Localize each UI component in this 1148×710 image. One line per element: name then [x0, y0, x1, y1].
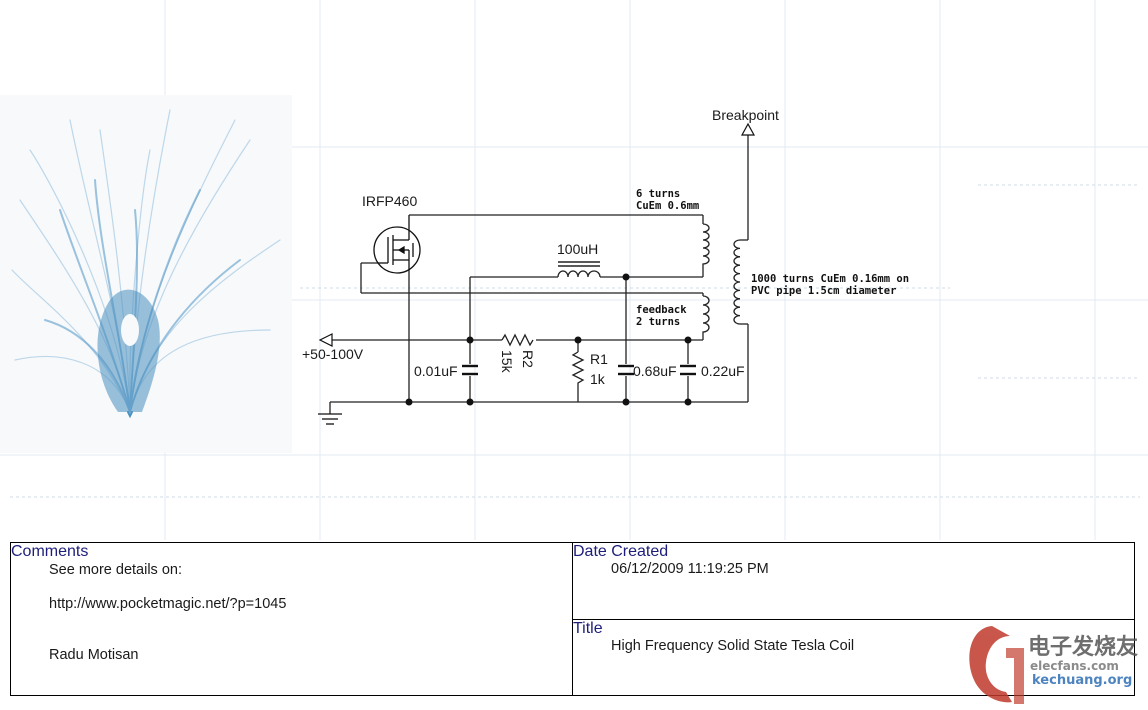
cap1-label: 0.01uF — [414, 363, 458, 379]
breakpoint-label: Breakpoint — [712, 107, 779, 123]
cap2-label: 0.68uF — [633, 363, 677, 379]
watermark-line1: 电子发烧友 — [1028, 634, 1138, 660]
tesla-discharge-image — [11, 109, 281, 419]
capacitor-0-01uf — [462, 364, 478, 376]
secondary-coil — [733, 239, 741, 325]
cap3-label: 0.22uF — [701, 363, 745, 379]
capacitor-0-22uf — [680, 364, 696, 376]
title-label: Title — [573, 620, 603, 637]
feedback-coil — [702, 295, 710, 334]
schematic-diagram: IRFP460 Breakpoint +50-100V 100uH 0.01uF… — [11, 107, 909, 425]
supply-arrow-icon — [318, 333, 333, 347]
watermark-logo: 电子发烧友 elecfans.com kechuang.org — [969, 626, 1138, 704]
capacitor-0-68uf — [618, 364, 634, 376]
watermark-site: kechuang.org — [1032, 673, 1132, 688]
ground-symbol — [318, 413, 342, 425]
comments-line-1: See more details on: — [49, 562, 182, 578]
junction-dots — [405, 273, 692, 406]
primary-note-line1: 6 turns — [636, 188, 680, 200]
watermark-line2: elecfans.com — [1030, 659, 1119, 673]
primary-note-line2: CuEm 0.6mm — [636, 200, 699, 212]
comments-link: http://www.pocketmagic.net/?p=1045 — [49, 596, 287, 612]
arrow-icon — [740, 122, 756, 136]
title-block: Comments See more details on: http://www… — [10, 542, 1135, 696]
supply-label: +50-100V — [302, 346, 364, 362]
secondary-note-line1: 1000 turns CuEm 0.16mm on — [751, 273, 909, 285]
date-cell: Date Created 06/12/2009 11:19:25 PM — [573, 543, 1134, 620]
title-value: High Frequency Solid State Tesla Coil — [611, 638, 855, 654]
date-value: 06/12/2009 11:19:25 PM — [611, 561, 769, 577]
inductor-label: 100uH — [557, 241, 598, 257]
r1-name-label: R1 — [590, 351, 608, 367]
secondary-note-line2: PVC pipe 1.5cm diameter — [751, 285, 896, 297]
resistor-r2 — [501, 333, 534, 347]
comments-label: Comments — [11, 543, 89, 560]
feedback-note-line1: feedback — [636, 304, 687, 316]
inductor-100uh — [557, 261, 601, 278]
circuit-wires — [329, 135, 749, 414]
r1-value-label: 1k — [590, 371, 606, 387]
mosfet-symbol — [373, 215, 421, 274]
comments-cell: Comments See more details on: http://www… — [11, 543, 573, 695]
title-cell: Title High Frequency Solid State Tesla C… — [573, 620, 1134, 695]
feedback-note-line2: 2 turns — [636, 316, 680, 328]
r2-value-label: 15k — [499, 350, 515, 374]
r2-name-label: R2 — [520, 350, 536, 368]
mosfet-label: IRFP460 — [362, 193, 417, 209]
date-label: Date Created — [573, 543, 669, 560]
comments-author: Radu Motisan — [49, 647, 139, 663]
resistor-r1 — [571, 351, 585, 388]
primary-coil — [702, 223, 710, 268]
